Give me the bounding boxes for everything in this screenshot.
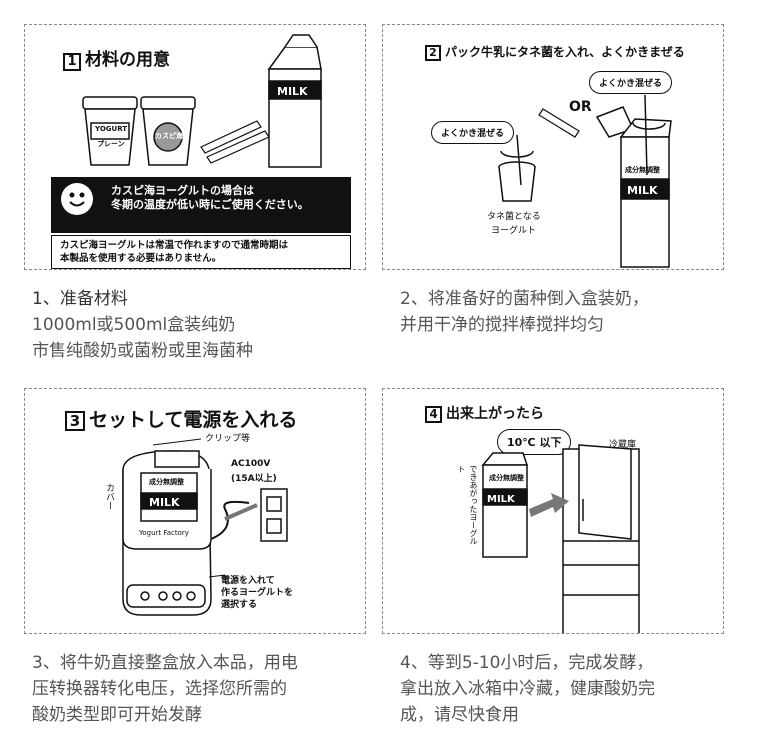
carton-small-label-3: 成分無調整: [149, 478, 184, 486]
cup-caption-line1: タネ菌となる: [487, 212, 541, 222]
milk-label-4: MILK: [487, 494, 516, 505]
carton-in-maker: [140, 472, 198, 522]
arrow-into-fridge: [529, 493, 569, 517]
cup1-label: YOGURT: [95, 125, 128, 133]
caption4-line1: 4、等到5-10小时后，完成发酵，: [400, 653, 654, 673]
temperature-bubble: 10℃ 以下: [497, 429, 572, 455]
starter-sticks: [200, 120, 270, 164]
vertical-caption: できあがったヨーグルト: [457, 465, 478, 545]
caption-step3: 3、将牛奶直接整盒放入本品，用电 压转换器转化电压，选择您所需的 酸奶类型即可开…: [32, 650, 298, 728]
select-line1: 電源を入れて: [221, 576, 275, 586]
caption1-line3: 市售纯酸奶或菌粉或里海菌种: [32, 341, 253, 361]
step1-title-text: 材料の用意: [85, 50, 170, 70]
info-note: カスピ海ヨーグルトは常温で作れますので通常時期は 本製品を使用する必要はありませ…: [51, 235, 351, 269]
note-line2: 本製品を使用する必要はありません。: [60, 253, 222, 264]
caption-step4: 4、等到5-10小时后，完成发酵， 拿出放入冰箱中冷藏，健康酸奶完 成，请尽快食…: [400, 650, 655, 728]
caption1-line1: 1、准备材料: [32, 289, 128, 309]
step1-illustration: MILK: [82, 34, 322, 168]
note-line1: カスピ海ヨーグルトは常温で作れますので通常時期は: [60, 240, 289, 251]
milk-label-2: MILK: [627, 184, 658, 197]
yogurt-cup-plain: [82, 96, 138, 166]
step3-title-text: セットして電源を入れる: [89, 409, 298, 431]
bubble-stir-right: よくかき混ぜる: [589, 71, 673, 94]
caption2-line1: 2、将准备好的菌种倒入盒装奶，: [400, 289, 649, 309]
caption3-line2: 压转换器转化电压，选择您所需的: [32, 679, 287, 699]
step3-illustration: MILK: [122, 438, 288, 616]
starter-cup: [498, 134, 536, 202]
step4-title-text: 出来上がったら: [446, 406, 544, 422]
step2-title-text: パック牛乳にタネ菌を入れ、よくかきまぜる: [445, 45, 685, 59]
caption4-line2: 拿出放入冰箱中冷藏，健康酸奶完: [400, 679, 655, 699]
select-line2: 作るヨーグルトを: [221, 588, 294, 598]
step2-illustration: MILK: [498, 94, 672, 268]
power-cord: [210, 500, 250, 540]
banner-line1: カスピ海ヨーグルトの場合は: [111, 184, 254, 197]
cup1-sublabel: プレーン: [97, 140, 125, 148]
caption-step2: 2、将准备好的菌种倒入盒装奶， 并用干净的搅拌棒搅拌均匀: [400, 286, 649, 338]
cup-caption-line2: ヨーグルト: [491, 226, 537, 236]
step2-title: 2 パック牛乳にタネ菌を入れ、よくかきまぜる: [425, 43, 685, 61]
milk-label: MILK: [277, 85, 308, 98]
cup2-label: カスピ海: [155, 132, 183, 140]
caption-step1: 1、准备材料 1000ml或500ml盒装纯奶 市售纯酸奶或菌粉或里海菌种: [32, 286, 253, 364]
banner-line2: 冬期の温度が低い時にご使用ください。: [111, 198, 309, 211]
powder-stick: [538, 108, 580, 138]
yogurt-cup-caspian: [140, 96, 196, 166]
step4-illustration: MILK: [481, 444, 640, 633]
info-banner: カスピ海ヨーグルトの場合は 冬期の温度が低い時にご使用ください。: [51, 177, 351, 233]
fridge: [562, 444, 640, 633]
step2-number: 2: [425, 45, 441, 61]
select-line3: 選択する: [221, 600, 258, 610]
brand-label: Yogurt Factory: [139, 529, 189, 537]
caption4-line3: 成，请尽快食用: [400, 705, 519, 725]
fridge-label: 冷蔵庫: [609, 440, 637, 450]
finished-carton: [481, 452, 529, 558]
caption1-line2: 1000ml或500ml盒装纯奶: [32, 315, 236, 335]
wall-outlet: [260, 488, 288, 542]
milk-carton: [267, 34, 322, 168]
power-label1: AC100V: [231, 459, 271, 469]
carton-small-label: 成分無調整: [625, 166, 660, 174]
clip-label: クリップ等: [205, 434, 251, 444]
caption3-line3: 酸奶类型即可开始发酵: [32, 705, 202, 725]
cover-label: カバー: [104, 483, 114, 510]
carton-small-label-4: 成分無調整: [489, 474, 524, 482]
step4-number: 4: [425, 406, 442, 423]
bubble-stir-left: よくかき混ぜる: [431, 121, 515, 144]
caption3-line1: 3、将牛奶直接整盒放入本品，用电: [32, 653, 298, 673]
step1-number: 1: [63, 53, 81, 71]
milk-label-3: MILK: [149, 496, 180, 509]
caption2-line2: 并用干净的搅拌棒搅拌均匀: [400, 315, 604, 335]
power-label2: (15A以上): [231, 474, 277, 484]
milk-carton-2: [619, 94, 672, 268]
step3-number: 3: [65, 411, 85, 431]
smiley-icon: [61, 183, 93, 215]
panel-step2: 2 パック牛乳にタネ菌を入れ、よくかきまぜる よくかき混ぜる よくかき混ぜる OR…: [382, 24, 724, 270]
or-text: OR: [569, 99, 592, 115]
